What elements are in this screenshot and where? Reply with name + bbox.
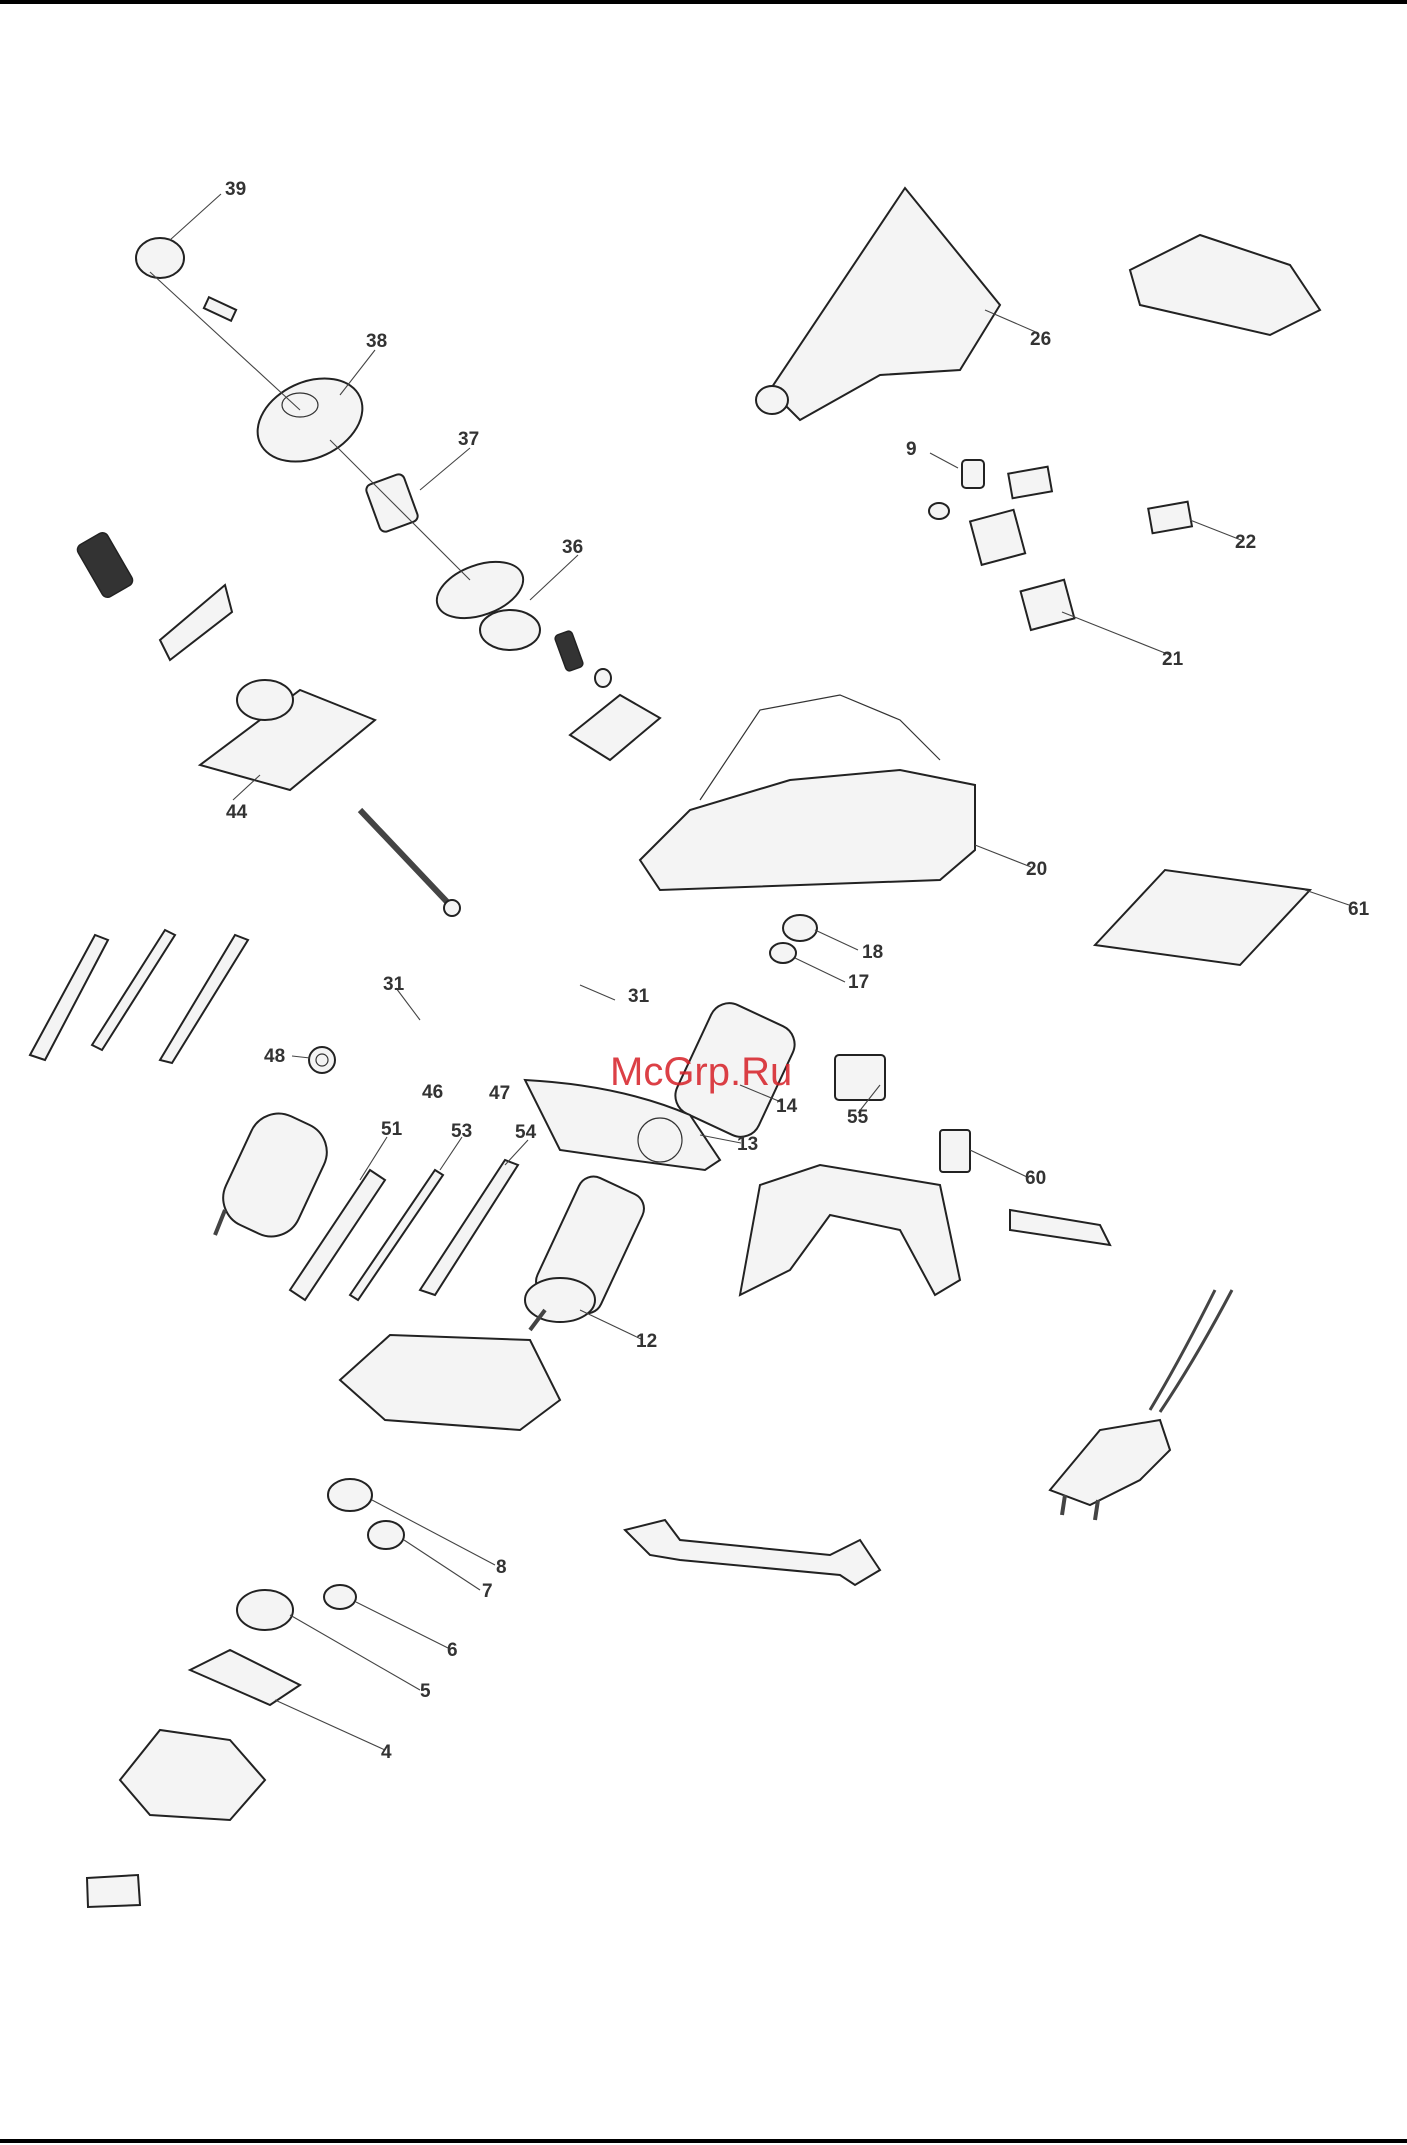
label-21: 21 bbox=[1162, 649, 1184, 670]
threaded-rod-44 bbox=[360, 810, 460, 916]
spring-small bbox=[554, 630, 584, 672]
part-17-bearing bbox=[770, 943, 796, 963]
label-22: 22 bbox=[1235, 532, 1256, 553]
part-8-bearing bbox=[328, 1479, 372, 1511]
part-39-cap bbox=[136, 238, 184, 278]
label-14: 14 bbox=[776, 1096, 798, 1117]
axis-knob-lower bbox=[330, 440, 470, 580]
part-6-pulley-small bbox=[324, 1585, 356, 1609]
part-26-cover bbox=[756, 188, 1000, 420]
label-5: 5 bbox=[420, 1681, 431, 1702]
blade-holder-long bbox=[160, 935, 248, 1063]
part-9-screw bbox=[929, 460, 984, 519]
label-55: 55 bbox=[847, 1107, 869, 1128]
mains-plug bbox=[1050, 1420, 1170, 1520]
belt-cover bbox=[120, 1730, 265, 1820]
part-48-bearing bbox=[309, 1047, 335, 1073]
part-5-pulley bbox=[237, 1590, 293, 1630]
part-37-sleeve bbox=[365, 473, 420, 534]
part-20-main-housing bbox=[640, 695, 975, 890]
label-7: 7 bbox=[482, 1581, 493, 1602]
brush-holder-box bbox=[970, 510, 1025, 565]
label-53: 53 bbox=[451, 1121, 472, 1142]
spanner-wrench bbox=[625, 1520, 880, 1585]
rear-handle bbox=[740, 1165, 960, 1295]
part-44-base bbox=[200, 680, 375, 790]
label-9: 9 bbox=[906, 439, 917, 460]
label-8: 8 bbox=[496, 1557, 507, 1578]
pin-small bbox=[595, 669, 611, 687]
plate-diamond bbox=[570, 695, 660, 760]
part-38-gear-knob bbox=[244, 362, 376, 477]
label-39: 39 bbox=[225, 179, 246, 200]
label-12: 12 bbox=[636, 1331, 657, 1352]
bracket-44 bbox=[160, 585, 232, 660]
carbon-brush-left bbox=[1008, 467, 1052, 499]
side-cover-plate bbox=[340, 1335, 560, 1430]
part-21-brush-holder bbox=[1021, 580, 1075, 630]
screw-under-cap bbox=[204, 297, 236, 321]
label-6: 6 bbox=[447, 1640, 458, 1661]
part-55-switch bbox=[835, 1055, 885, 1100]
label-51: 51 bbox=[381, 1119, 403, 1140]
label-36: 36 bbox=[562, 537, 583, 558]
part-22-brush bbox=[1148, 502, 1192, 534]
label-37: 37 bbox=[458, 429, 479, 450]
label-47: 47 bbox=[489, 1083, 510, 1104]
label-17: 17 bbox=[848, 972, 869, 993]
spring-44-top bbox=[75, 531, 134, 600]
label-4: 4 bbox=[381, 1742, 392, 1763]
part-18-ring bbox=[783, 915, 817, 941]
belt-cover-label bbox=[87, 1875, 140, 1907]
axis-knob bbox=[150, 272, 300, 410]
cutter-drum bbox=[213, 1104, 336, 1247]
part-60-capacitor bbox=[940, 1130, 970, 1172]
part-4-belt bbox=[190, 1650, 300, 1705]
label-20: 20 bbox=[1026, 859, 1047, 880]
label-31b: 31 bbox=[628, 986, 650, 1007]
part-12-armature bbox=[525, 1171, 649, 1330]
label-60: 60 bbox=[1025, 1168, 1046, 1189]
label-18: 18 bbox=[862, 942, 883, 963]
label-44: 44 bbox=[226, 802, 248, 823]
label-26: 26 bbox=[1030, 329, 1051, 350]
label-61: 61 bbox=[1348, 899, 1370, 920]
label-46: 46 bbox=[422, 1082, 443, 1103]
part-7-bearing bbox=[368, 1521, 404, 1549]
brush-cover-top bbox=[1130, 235, 1320, 335]
part-61-sole-plate bbox=[1095, 870, 1310, 965]
label-31a: 31 bbox=[383, 974, 405, 995]
cord-protector bbox=[1010, 1210, 1110, 1245]
label-38: 38 bbox=[366, 331, 387, 352]
label-13: 13 bbox=[737, 1134, 758, 1155]
label-48: 48 bbox=[264, 1046, 285, 1067]
label-54: 54 bbox=[515, 1122, 537, 1143]
power-cord bbox=[1150, 1290, 1232, 1412]
watermark: McGrp.Ru bbox=[610, 1050, 792, 1094]
part-36-knob-base bbox=[429, 551, 540, 650]
